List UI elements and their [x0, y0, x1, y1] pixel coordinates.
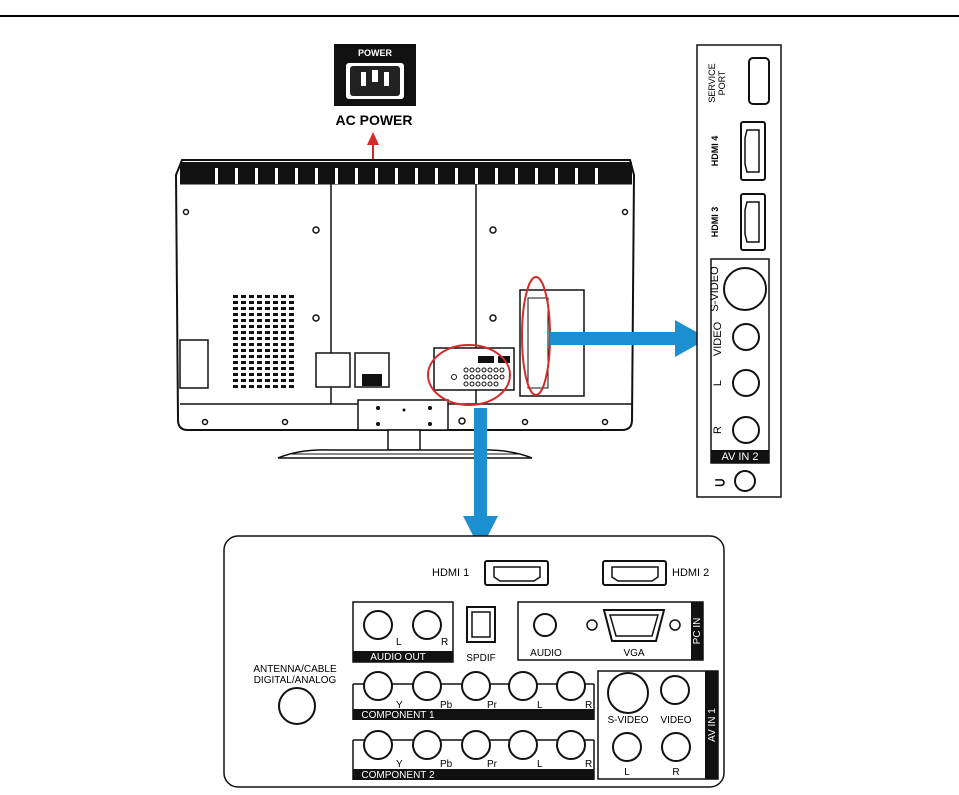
power-arrowhead	[367, 132, 379, 145]
power-socket-label: POWER	[358, 48, 393, 58]
bottom-input-panel: HDMI 1 HDMI 2 L R AUDIO OUT SPDIF PC IN …	[223, 535, 725, 788]
av1-svideo-label: S-VIDEO	[607, 715, 648, 726]
av1-svideo-jack	[607, 672, 649, 714]
spdif-label: SPDIF	[466, 653, 495, 664]
comp1-y-jack	[363, 671, 393, 701]
comp1-r-label: R	[585, 700, 592, 711]
service-port-label-2: PORT	[717, 70, 727, 95]
arrow-to-bottom-panel	[463, 408, 498, 550]
comp2-r-jack	[556, 730, 586, 760]
hdmi2-label: HDMI 2	[672, 567, 709, 579]
comp2-pr-jack	[461, 730, 491, 760]
audio-out-r-label: R	[441, 637, 448, 648]
av2-video-label: VIDEO	[712, 321, 724, 356]
hdmi1-label: HDMI 1	[432, 567, 469, 579]
comp2-l-jack	[508, 730, 538, 760]
av2-svideo-label: S-VIDEO	[709, 266, 721, 312]
comp2-pb-label: Pb	[440, 759, 453, 770]
comp1-pr-jack	[461, 671, 491, 701]
pc-in-label: PC IN	[692, 618, 703, 645]
comp2-y-label: Y	[396, 759, 403, 770]
av2-video-jack	[732, 323, 760, 351]
comp1-pr-label: Pr	[487, 700, 498, 711]
av1-right-jack	[661, 732, 691, 762]
av2-right-label: R	[712, 426, 724, 434]
antenna-label-1: ANTENNA/CABLE	[253, 664, 337, 675]
arrow-to-side-panel	[550, 320, 708, 357]
comp1-y-label: Y	[396, 700, 403, 711]
audio-out-label: AUDIO OUT	[370, 652, 426, 663]
headphone-icon: ⊃	[714, 474, 726, 490]
comp2-r-label: R	[585, 759, 592, 770]
comp1-l-label: L	[537, 700, 543, 711]
ac-power-caption: AC POWER	[336, 112, 413, 128]
av-in-2-label: AV IN 2	[721, 451, 758, 463]
pc-audio-label: AUDIO	[530, 648, 562, 659]
side-input-panel: SERVICE PORT HDMI 4 HDMI 3 S-VIDEO VIDEO…	[696, 44, 782, 498]
av1-l-label: L	[624, 767, 630, 778]
av1-r-label: R	[672, 767, 679, 778]
ac-power-socket: POWER	[334, 44, 416, 106]
antenna-jack	[278, 687, 316, 725]
comp1-pb-jack	[412, 671, 442, 701]
av2-left-label: L	[712, 380, 724, 386]
hdmi3-label: HDMI 3	[710, 207, 720, 238]
comp2-y-jack	[363, 730, 393, 760]
av2-left-jack	[732, 369, 760, 397]
component1-label: COMPONENT 1	[361, 710, 435, 721]
av1-left-jack	[612, 732, 642, 762]
av2-svideo-jack	[723, 267, 767, 311]
audio-out-l-label: L	[396, 637, 402, 648]
comp2-pb-jack	[412, 730, 442, 760]
comp1-l-jack	[508, 671, 538, 701]
bottom-ports-highlight	[427, 344, 511, 406]
av1-video-jack	[660, 675, 690, 705]
tv-rear-view	[174, 159, 636, 459]
hdmi4-label: HDMI 4	[710, 136, 720, 167]
comp1-pb-label: Pb	[440, 700, 453, 711]
comp2-l-label: L	[537, 759, 543, 770]
audio-out-left-jack	[363, 610, 393, 640]
vga-label: VGA	[623, 648, 644, 659]
av2-right-jack	[732, 416, 760, 444]
service-port-label-1: SERVICE	[707, 63, 717, 102]
antenna-label-2: DIGITAL/ANALOG	[254, 675, 337, 686]
av1-video-label: VIDEO	[660, 715, 691, 726]
component2-label: COMPONENT 2	[361, 770, 435, 781]
av-in-1-label: AV IN 1	[707, 708, 718, 742]
pc-audio-jack	[533, 613, 557, 637]
audio-out-right-jack	[412, 610, 442, 640]
comp2-pr-label: Pr	[487, 759, 498, 770]
headphone-jack	[734, 470, 756, 492]
service-port	[748, 57, 770, 105]
comp1-r-jack	[556, 671, 586, 701]
